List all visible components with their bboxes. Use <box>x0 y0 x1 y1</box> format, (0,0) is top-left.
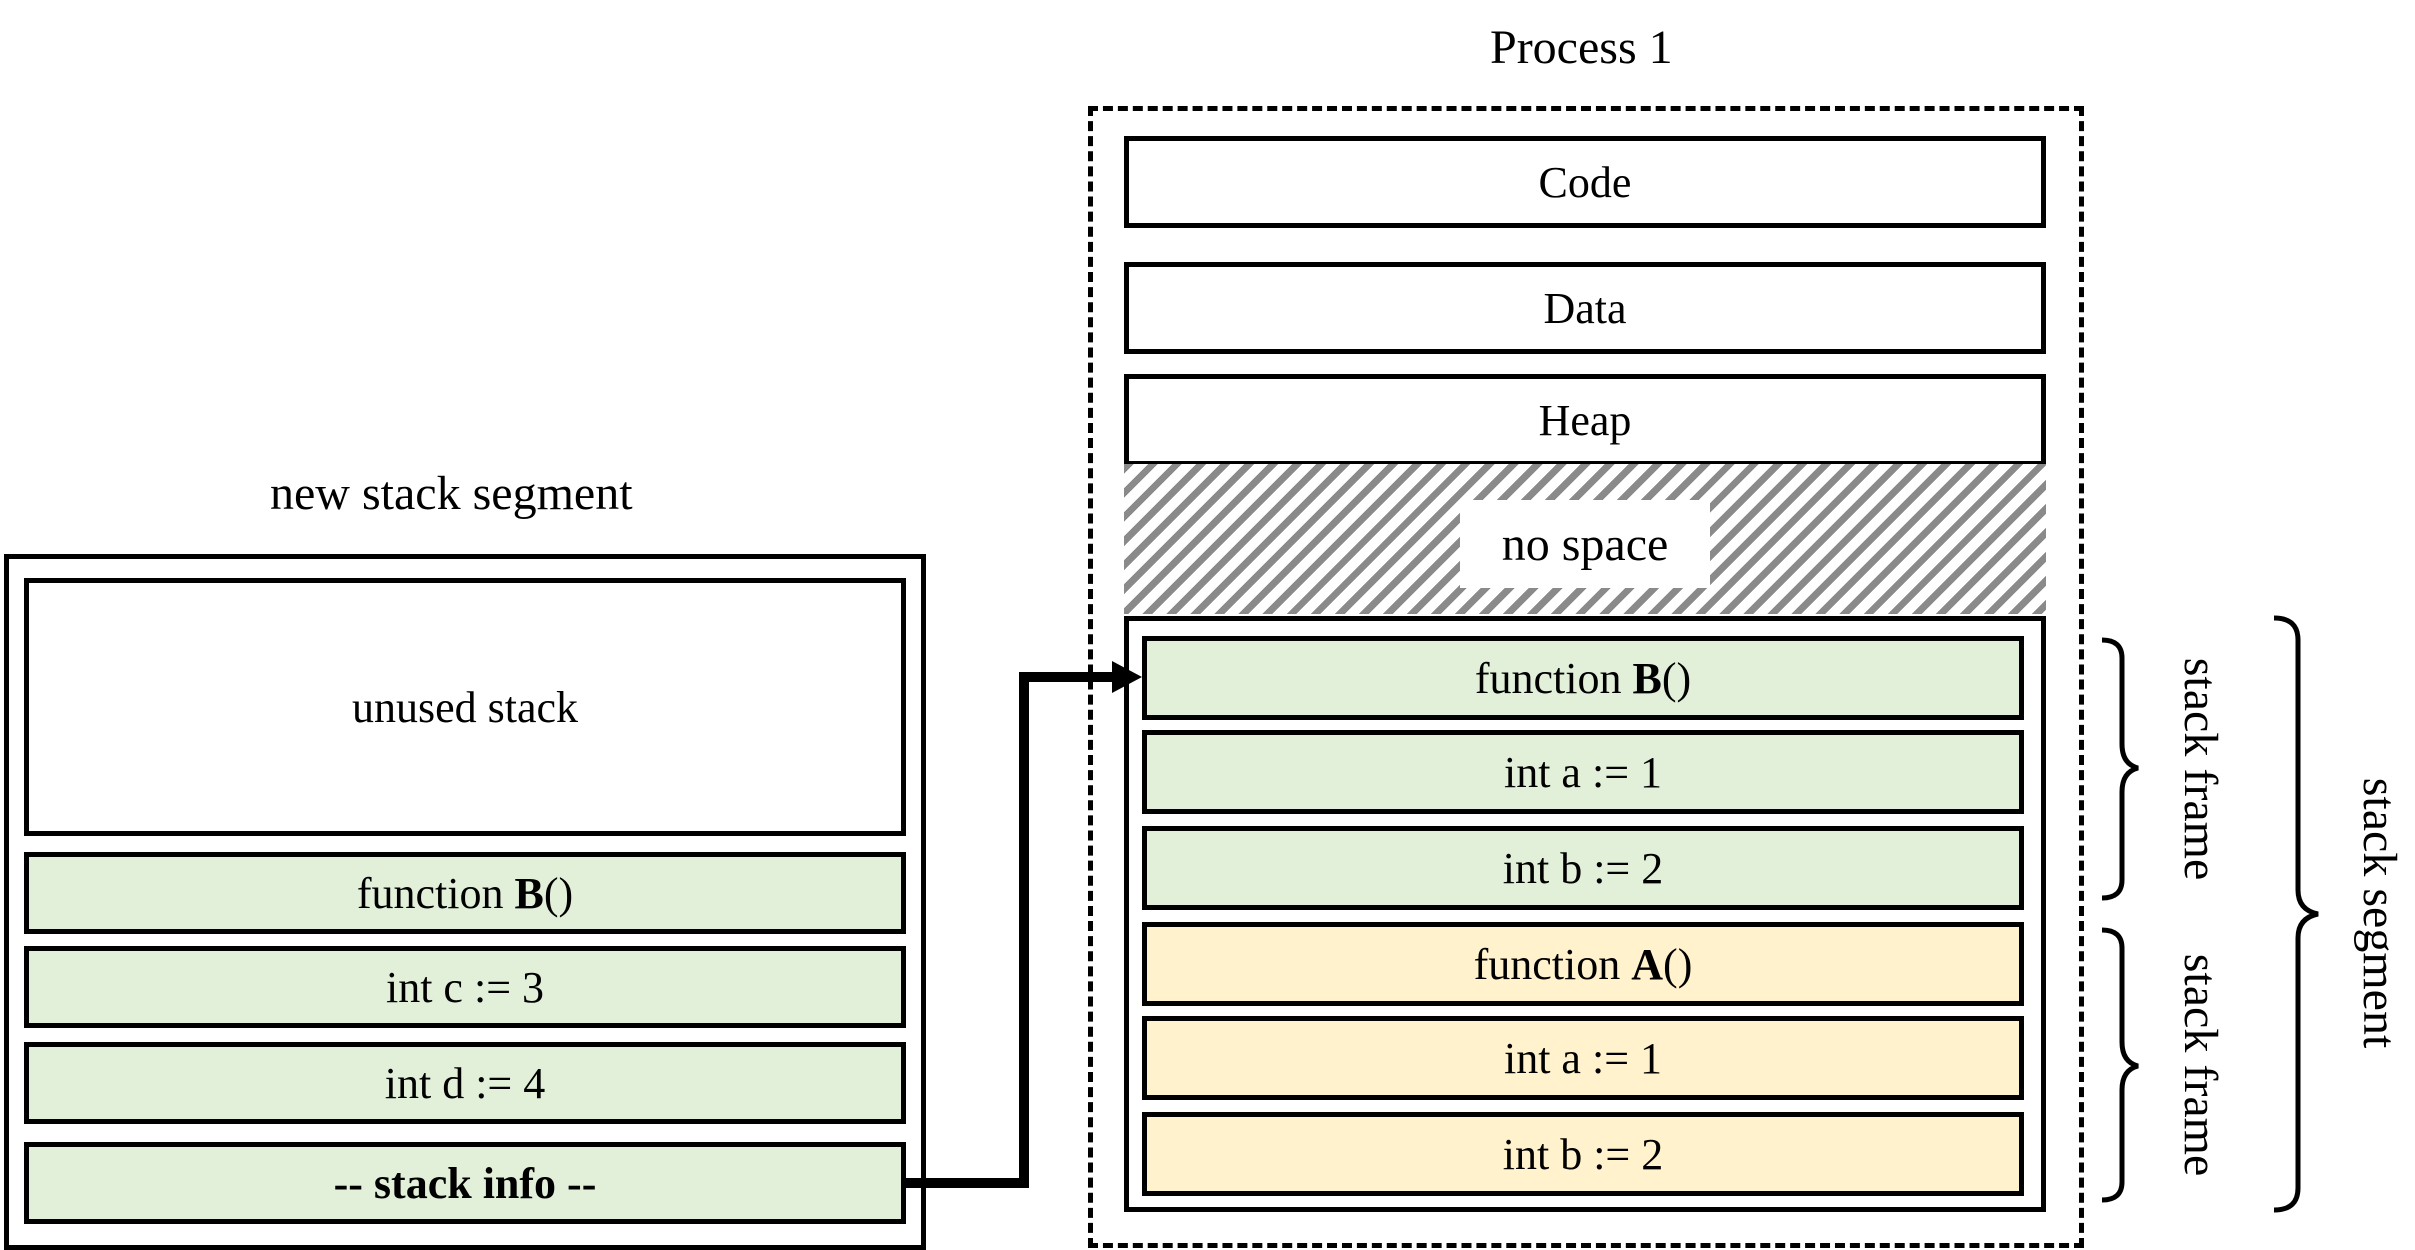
new-frame-b-header: function B() <box>24 852 906 934</box>
stack-frame-label-2: stack frame <box>2174 953 2227 1177</box>
no-space-label: no space <box>1501 517 1669 571</box>
stack-segment-brace <box>2273 615 2319 1213</box>
process-frame-a-var-a: int a := 1 <box>1142 1016 2024 1100</box>
unused-stack-label: unused stack <box>351 682 579 732</box>
stack-info-label: -- stack info -- <box>333 1158 597 1208</box>
process-frame-a-var-b: int b := 2 <box>1142 1112 2024 1196</box>
new-frame-b-var-d: int d := 4 <box>24 1042 906 1124</box>
variable-label: int b := 2 <box>1502 843 1664 893</box>
process-title: Process 1 <box>1490 21 1673 74</box>
no-space-label-bg: no space <box>1460 500 1710 588</box>
link-arrow-head <box>1112 661 1142 693</box>
link-arrow-line <box>904 672 1118 1188</box>
data-label: Data <box>1543 283 1627 333</box>
function-keyword: function <box>1474 653 1633 703</box>
code-label: Code <box>1538 157 1632 207</box>
data-segment: Data <box>1124 262 2046 354</box>
stack-info: -- stack info -- <box>24 1142 906 1224</box>
variable-label: int a := 1 <box>1503 1033 1663 1083</box>
function-name: B <box>514 868 544 918</box>
process-frame-a-header: function A() <box>1142 922 2024 1006</box>
function-parens: () <box>1661 653 1692 703</box>
function-name: A <box>1631 939 1664 989</box>
process-frame-b-var-a: int a := 1 <box>1142 730 2024 814</box>
stack-frame-brace-2 <box>2101 927 2139 1203</box>
process-frame-b-var-b: int b := 2 <box>1142 826 2024 910</box>
stack-frame-brace-1 <box>2101 637 2139 901</box>
variable-label: int b := 2 <box>1502 1129 1664 1179</box>
variable-label: int d := 4 <box>384 1058 546 1108</box>
function-name: B <box>1632 653 1662 703</box>
variable-label: int c := 3 <box>385 962 545 1012</box>
new-stack-segment-title: new stack segment <box>270 467 633 520</box>
variable-label: int a := 1 <box>1503 747 1663 797</box>
function-parens: () <box>1663 939 1693 989</box>
unused-stack: unused stack <box>24 578 906 836</box>
code-segment: Code <box>1124 136 2046 228</box>
function-parens: () <box>543 868 574 918</box>
process-frame-b-header: function B() <box>1142 636 2024 720</box>
heap-segment: Heap <box>1124 374 2046 466</box>
function-keyword: function <box>356 868 515 918</box>
function-keyword: function <box>1473 939 1632 989</box>
stack-frame-label-1: stack frame <box>2174 657 2227 881</box>
heap-label: Heap <box>1538 395 1632 445</box>
stack-segment-label: stack segment <box>2353 777 2406 1049</box>
new-frame-b-var-c: int c := 3 <box>24 946 906 1028</box>
